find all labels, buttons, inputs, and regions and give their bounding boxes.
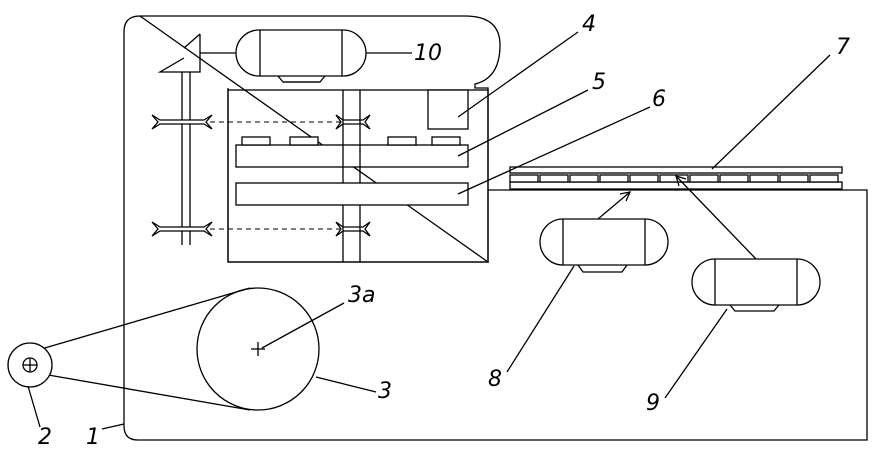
motor-9-arrow [675, 175, 757, 260]
motor-9 [691, 258, 821, 312]
gearbox-housing [227, 89, 489, 263]
motor-8-arrow [597, 191, 632, 220]
bevel-gear [157, 33, 236, 245]
label-7: 7 [836, 35, 850, 60]
label-1: 1 [86, 425, 100, 450]
label-9: 9 [646, 391, 660, 416]
label-2: 2 [38, 425, 52, 450]
block-4 [427, 89, 469, 130]
lower-bar [235, 182, 469, 206]
label-8: 8 [488, 367, 502, 392]
label-3a: 3a [348, 283, 375, 308]
upper-chain [151, 114, 371, 130]
lower-chain [151, 221, 371, 237]
label-10: 10 [414, 41, 442, 66]
belt-drive [7, 287, 320, 411]
label-3: 3 [378, 379, 392, 404]
label-5: 5 [592, 70, 606, 95]
motor-8 [539, 218, 669, 273]
vertical-shaft [342, 90, 361, 262]
conveyor [509, 166, 843, 190]
label-4: 4 [582, 12, 596, 37]
label-6: 6 [652, 87, 666, 112]
machine-frame [123, 15, 868, 441]
leader-lines [27, 31, 831, 430]
upper-bar [235, 136, 469, 168]
top-motor [235, 29, 367, 83]
